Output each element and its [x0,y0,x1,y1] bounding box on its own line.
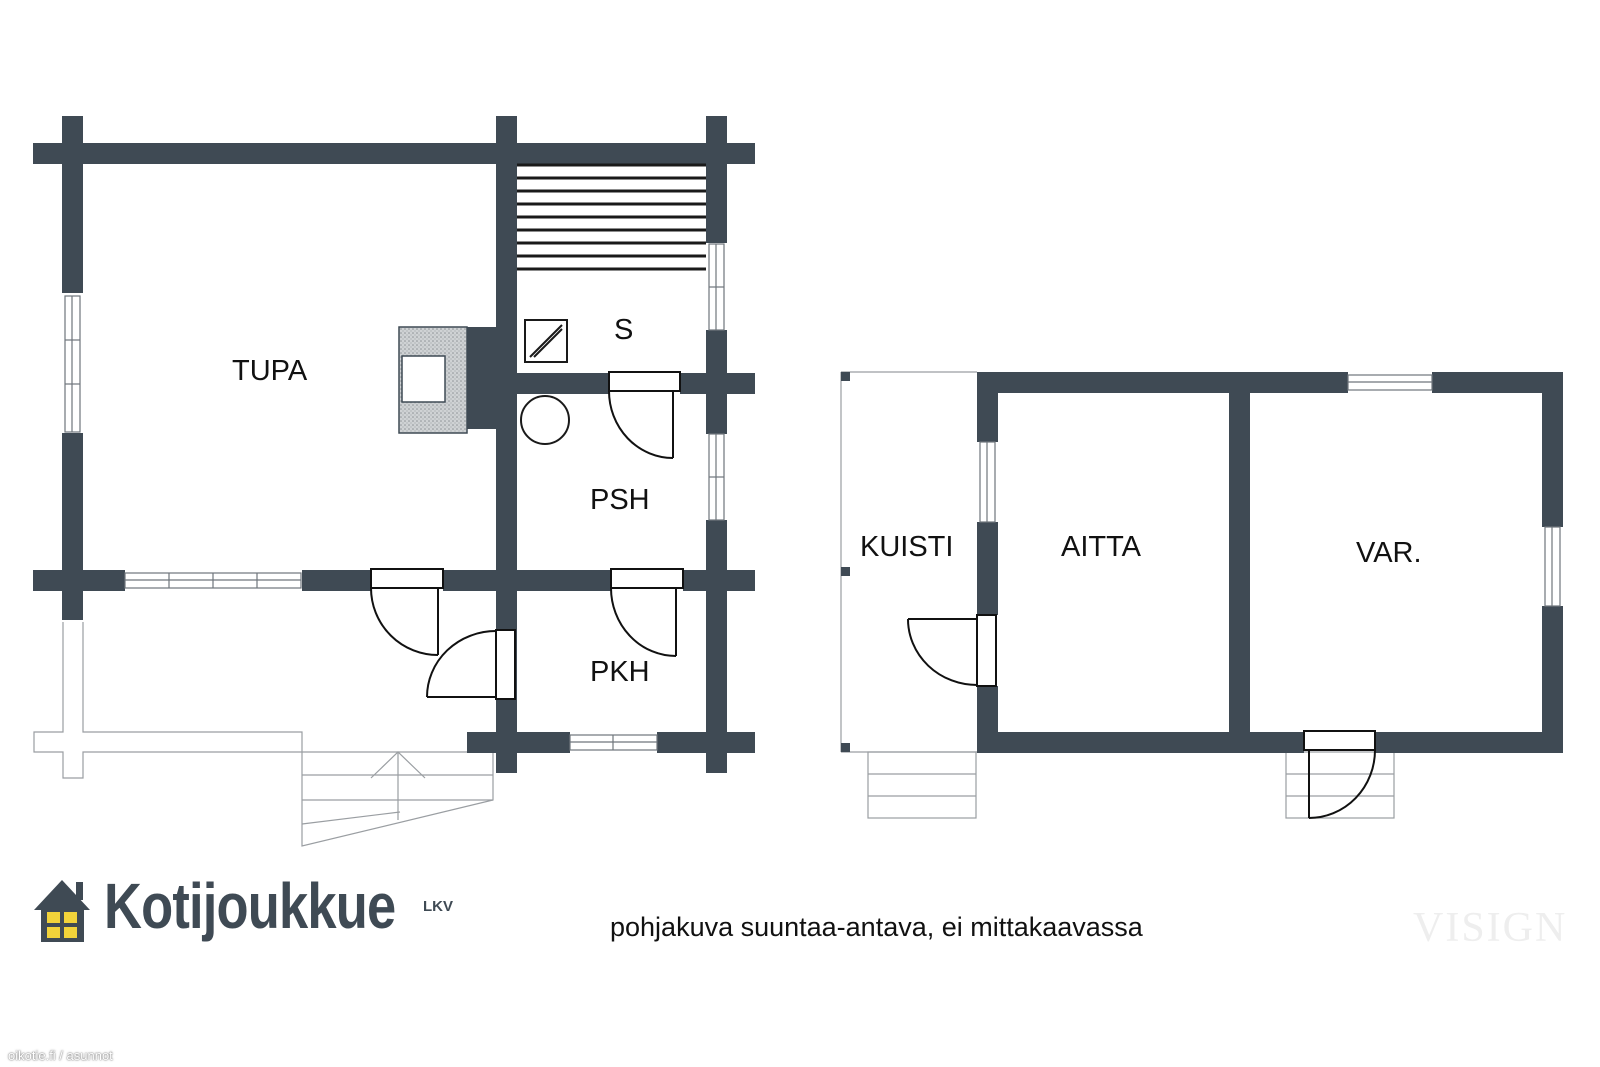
porch-posts [841,372,850,752]
walls [33,116,755,773]
sauna-stove [524,319,568,363]
room-label-var: VAR. [1356,537,1422,569]
logo-suffix: LKV [423,898,453,915]
logo-name: Kotijoukkue [104,870,396,942]
psh-round-fixture [520,395,570,445]
room-label-psh: PSH [590,484,650,516]
room-label-kuisti: KUISTI [860,531,953,563]
storehouse-windows [979,374,1561,607]
house-logo-icon [34,880,90,942]
doors [370,371,684,700]
terrace-outline [33,622,494,847]
storehouse-building: KUISTI AITTA VAR. [840,371,1563,819]
room-label-aitta: AITTA [1061,531,1142,563]
source-label: oikotie.fi / asunnot [8,1048,113,1063]
sauna-benches [517,163,706,271]
storehouse-doors [907,614,1376,819]
windows [64,243,725,751]
fireplace [398,326,468,434]
room-label-pkh: PKH [590,656,650,688]
porch-outline [840,371,1395,819]
plan-caption: pohjakuva suuntaa-antava, ei mittakaavas… [610,912,1143,942]
storehouse-walls [977,372,1563,753]
room-label-sauna: S [614,314,633,346]
main-building: TUPA S PSH PKH [33,116,755,847]
watermark: VISIGN [1413,905,1568,951]
room-label-tupa: TUPA [232,355,308,387]
